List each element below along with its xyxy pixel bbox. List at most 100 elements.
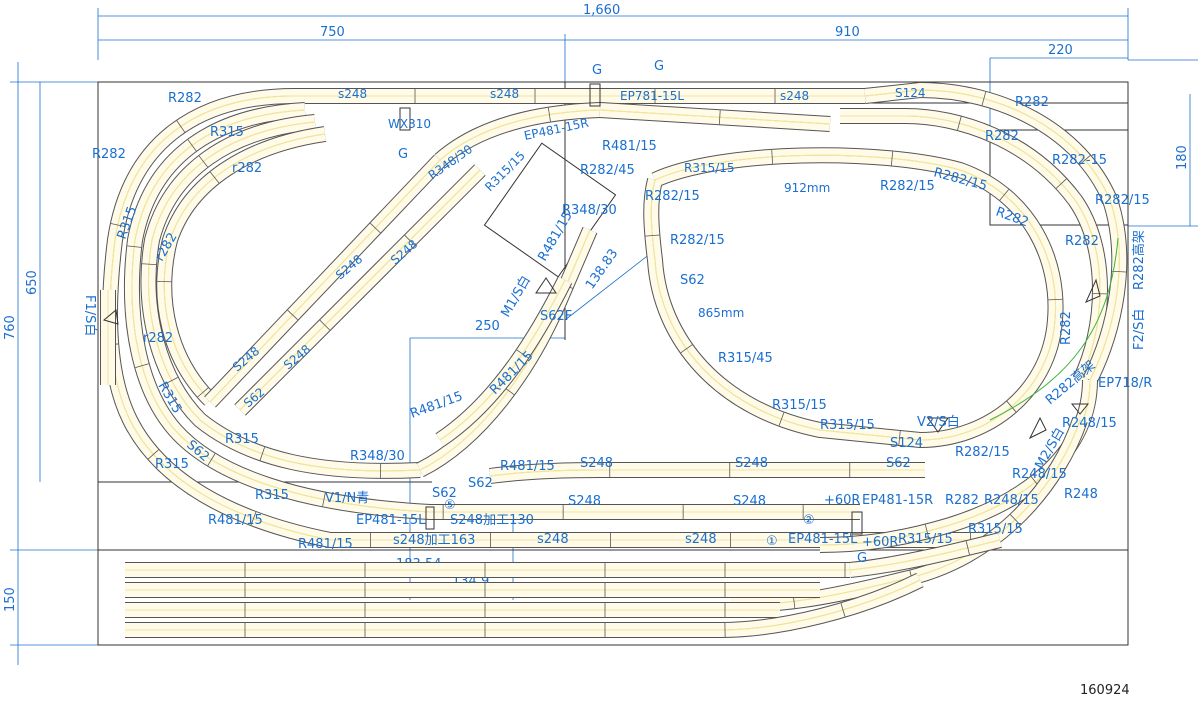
label-plus60r: +60R bbox=[824, 493, 860, 508]
rail bbox=[650, 154, 1057, 441]
track-joint bbox=[165, 376, 179, 385]
track-joint bbox=[259, 447, 266, 461]
label-circle5: ⑤ bbox=[444, 498, 456, 513]
label-r282-tr2: R282 bbox=[985, 129, 1019, 144]
label-s248-e3: S248 bbox=[568, 494, 601, 509]
dim-corner-width: 220 bbox=[1048, 43, 1073, 58]
label-912: 912mm bbox=[784, 181, 830, 195]
label-r248-r: R248 bbox=[1064, 487, 1098, 502]
label-s248-e2: S248 bbox=[735, 456, 768, 471]
rail-center bbox=[439, 109, 601, 161]
label-r282-15-b: R282/15 bbox=[670, 233, 725, 248]
dim-total-height: 760 bbox=[3, 315, 18, 340]
track-joint bbox=[319, 319, 331, 331]
label-r315-45: R315/45 bbox=[718, 351, 773, 366]
label-r481-b: R481/15 bbox=[208, 513, 263, 528]
label-r481-top: R481/15 bbox=[602, 139, 657, 154]
label-g3: G bbox=[398, 147, 408, 162]
label-r315-15-a: R315/15 bbox=[482, 148, 528, 194]
track-joint bbox=[287, 309, 299, 321]
track-joint bbox=[1079, 155, 1091, 165]
label-s62-c: S62 bbox=[680, 273, 705, 288]
track-group bbox=[100, 81, 1128, 638]
label-r315-15-d: R315/15 bbox=[820, 418, 875, 433]
track-joint bbox=[645, 234, 660, 237]
label-s62-f: S62 bbox=[468, 476, 493, 491]
dim-corner-height: 180 bbox=[1175, 145, 1190, 170]
track-joint bbox=[404, 235, 415, 246]
rail-center bbox=[489, 469, 925, 477]
dim-total-width: 1,660 bbox=[583, 3, 620, 18]
label-g1: G bbox=[592, 63, 602, 78]
label-r282-15-tr2: R282/15 bbox=[1095, 193, 1150, 208]
label-r315-tl: R315 bbox=[210, 125, 244, 140]
label-g4: G bbox=[857, 551, 867, 566]
label-plus60r-b: +60R bbox=[862, 535, 898, 550]
label-r282-15-a: R282/15 bbox=[645, 189, 700, 204]
label-r315-b3: R315 bbox=[255, 488, 289, 503]
rail-center bbox=[163, 133, 326, 401]
label-r348-30-b: R348/30 bbox=[562, 203, 617, 218]
track-joint bbox=[516, 349, 529, 359]
track-joint bbox=[924, 524, 930, 539]
label-r282-45: R282/45 bbox=[580, 163, 635, 178]
track-joint bbox=[840, 603, 846, 617]
label-r248-15-b: R248/15 bbox=[1012, 467, 1067, 482]
dim-lower-height: 150 bbox=[3, 587, 18, 612]
track-joint bbox=[680, 344, 693, 354]
switch-machine bbox=[425, 506, 435, 530]
label-r315-15-e: R315/15 bbox=[968, 522, 1023, 537]
rail-center bbox=[849, 539, 1001, 571]
switch-machine bbox=[851, 511, 863, 535]
track-joint bbox=[898, 430, 901, 445]
track-joint bbox=[197, 387, 209, 398]
label-v1: V1/N青 bbox=[325, 491, 369, 506]
switch-machine bbox=[589, 83, 601, 107]
rail-center bbox=[209, 159, 441, 403]
dim-250: 250 bbox=[475, 319, 500, 334]
label-s248-e5: s248 bbox=[537, 532, 569, 547]
green-wire bbox=[989, 237, 1119, 421]
track-joint bbox=[718, 110, 721, 125]
label-r282-tr: R282 bbox=[1015, 95, 1049, 110]
rail-center bbox=[840, 115, 1101, 381]
rail bbox=[650, 154, 1057, 441]
turnout-markers bbox=[102, 277, 1101, 440]
track-joint bbox=[147, 449, 159, 460]
label-m1: M1/S白 bbox=[498, 273, 534, 320]
track-joint bbox=[965, 541, 970, 555]
track-joint bbox=[250, 511, 257, 526]
label-r282-in3: r282 bbox=[143, 331, 173, 346]
label-s62-e: S62 bbox=[432, 486, 457, 501]
track-joint bbox=[981, 91, 987, 106]
track-joint bbox=[176, 120, 186, 133]
label-circle2: ② bbox=[803, 513, 815, 528]
label-circle1: ① bbox=[766, 534, 778, 549]
rail-center bbox=[239, 169, 481, 411]
label-r282-in: r282 bbox=[232, 161, 262, 176]
label-r248-15-a: R248/15 bbox=[1062, 416, 1117, 431]
label-v2: V2/S白 bbox=[917, 414, 960, 430]
label-s248-e1: S248 bbox=[580, 456, 613, 471]
label-s248-t3: s248 bbox=[780, 89, 809, 103]
dim-138: 138.83 bbox=[583, 246, 621, 292]
label-s248-e6: s248 bbox=[685, 532, 717, 547]
switch-machine bbox=[399, 107, 411, 131]
label-r282-r: R282 bbox=[1059, 311, 1074, 345]
rail-center bbox=[131, 109, 860, 513]
label-r481-15-d: R481/15 bbox=[535, 209, 575, 264]
label-s248-e4: S248 bbox=[733, 494, 766, 509]
date-stamp: 160924 bbox=[1080, 683, 1130, 698]
label-r248-15-c: R248/15 bbox=[984, 493, 1039, 508]
track-joint bbox=[322, 492, 326, 507]
label-wx310: WX310 bbox=[388, 117, 431, 131]
label-r282-b: R282 bbox=[945, 493, 979, 508]
track-joint bbox=[142, 263, 157, 266]
label-s248-kako163: s248加工163 bbox=[393, 533, 475, 548]
rail-center bbox=[650, 154, 1057, 441]
label-r282-tr4: R282 bbox=[1065, 234, 1099, 249]
label-s248-t2: s248 bbox=[490, 87, 519, 101]
label-r315-15-f: R315/15 bbox=[898, 532, 953, 547]
